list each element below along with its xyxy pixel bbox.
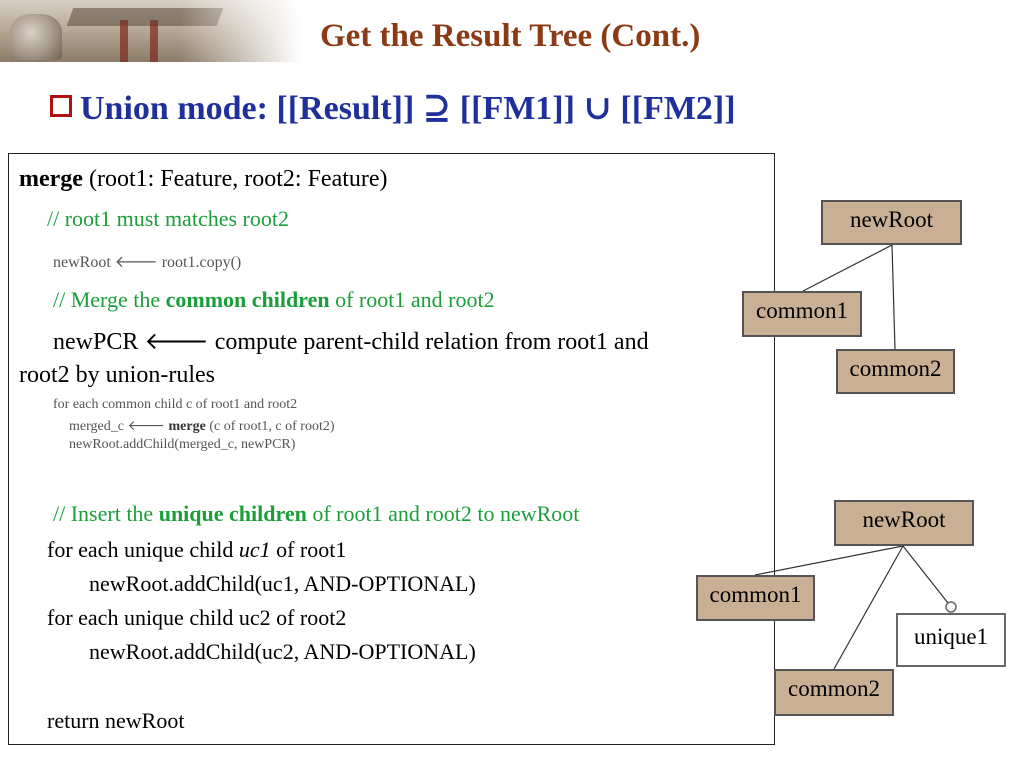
code-box: merge (root1: Feature, root2: Feature) /… — [8, 153, 775, 745]
addchild-merged: newRoot.addChild(merged_c, newPCR) — [69, 437, 296, 452]
comment-unique-bold: unique children — [158, 501, 307, 526]
checkbox-bullet-icon — [50, 95, 72, 117]
left-arrow-icon: 🡐 — [127, 419, 165, 434]
comment-unique-pre: // Insert the — [53, 501, 159, 526]
copy-line: newRoot 🡐 root1.copy() — [53, 251, 241, 272]
edge-t1-common1 — [802, 244, 893, 292]
comment-unique-post: of root1 and root2 to newRoot — [306, 501, 580, 526]
pcr-wrap: root2 by union-rules — [19, 362, 215, 388]
foreach-uc1-post: of root1 — [270, 537, 347, 562]
slide-title: Get the Result Tree (Cont.) — [320, 18, 701, 54]
comment-common-post: of root1 and root2 — [329, 287, 495, 312]
foreach-uc2: for each unique child uc2 of root2 — [47, 605, 347, 630]
return-line: return newRoot — [47, 708, 185, 733]
header-photo — [0, 0, 300, 62]
merge-keyword: merge — [19, 166, 83, 192]
pcr-line: newPCR 🡐 compute parent-child relation f… — [53, 326, 649, 356]
comment-match: // root1 must matches root2 — [47, 206, 289, 231]
comment-common-pre: // Merge the — [53, 287, 166, 312]
comment-common-bold: common children — [165, 287, 330, 312]
tree2-unique1-node: unique1 — [896, 613, 1006, 667]
edge-t1-common2 — [891, 244, 896, 350]
addchild-uc1: newRoot.addChild(uc1, AND-OPTIONAL) — [89, 571, 476, 596]
foreach-uc1-var: uc1 — [238, 537, 271, 562]
foreach-uc1: for each unique child uc1 of root1 — [47, 537, 346, 563]
merged-pre: merged_c — [69, 419, 128, 434]
subtitle-text: Union mode: [[Result]] ⊇ [[FM1]] ∪ [[FM2… — [80, 90, 736, 127]
merged-keyword: merge — [168, 419, 206, 434]
left-arrow-icon: 🡐 — [144, 329, 209, 355]
edge-t2-common2 — [833, 545, 904, 670]
tree1-common1-node: common1 — [742, 291, 862, 337]
merged-post: (c of root1, c of root2) — [205, 419, 335, 434]
merge-signature: merge (root1: Feature, root2: Feature) — [19, 166, 388, 193]
slide-subtitle: Union mode: [[Result]] ⊇ [[FM1]] ∪ [[FM2… — [50, 88, 736, 128]
merge-params: (root1: Feature, root2: Feature) — [82, 166, 388, 192]
tree2-common2-node: common2 — [774, 669, 894, 716]
pcr-pre: newPCR — [53, 329, 145, 355]
tree2-root-node: newRoot — [834, 500, 974, 546]
merged-line: merged_c 🡐 merge (c of root1, c of root2… — [69, 417, 335, 435]
comment-unique: // Insert the unique children of root1 a… — [53, 501, 579, 527]
tree2-common1-node: common1 — [696, 575, 815, 621]
foreach-uc1-pre: for each unique child — [47, 537, 239, 562]
left-arrow-icon: 🡐 — [114, 254, 158, 271]
pcr-post: compute parent-child relation from root1… — [208, 329, 649, 355]
foreach-common: for each common child c of root1 and roo… — [53, 397, 298, 412]
edge-t2-common1 — [754, 545, 904, 576]
optional-marker-icon — [945, 601, 957, 613]
comment-common: // Merge the common children of root1 an… — [53, 287, 495, 313]
tree1-common2-node: common2 — [836, 349, 955, 394]
copy-line-text: newRoot 🡐 root1.copy() — [53, 254, 242, 271]
tree1-root-node: newRoot — [821, 200, 962, 245]
edge-t2-unique1 — [902, 545, 949, 604]
addchild-uc2: newRoot.addChild(uc2, AND-OPTIONAL) — [89, 639, 476, 664]
